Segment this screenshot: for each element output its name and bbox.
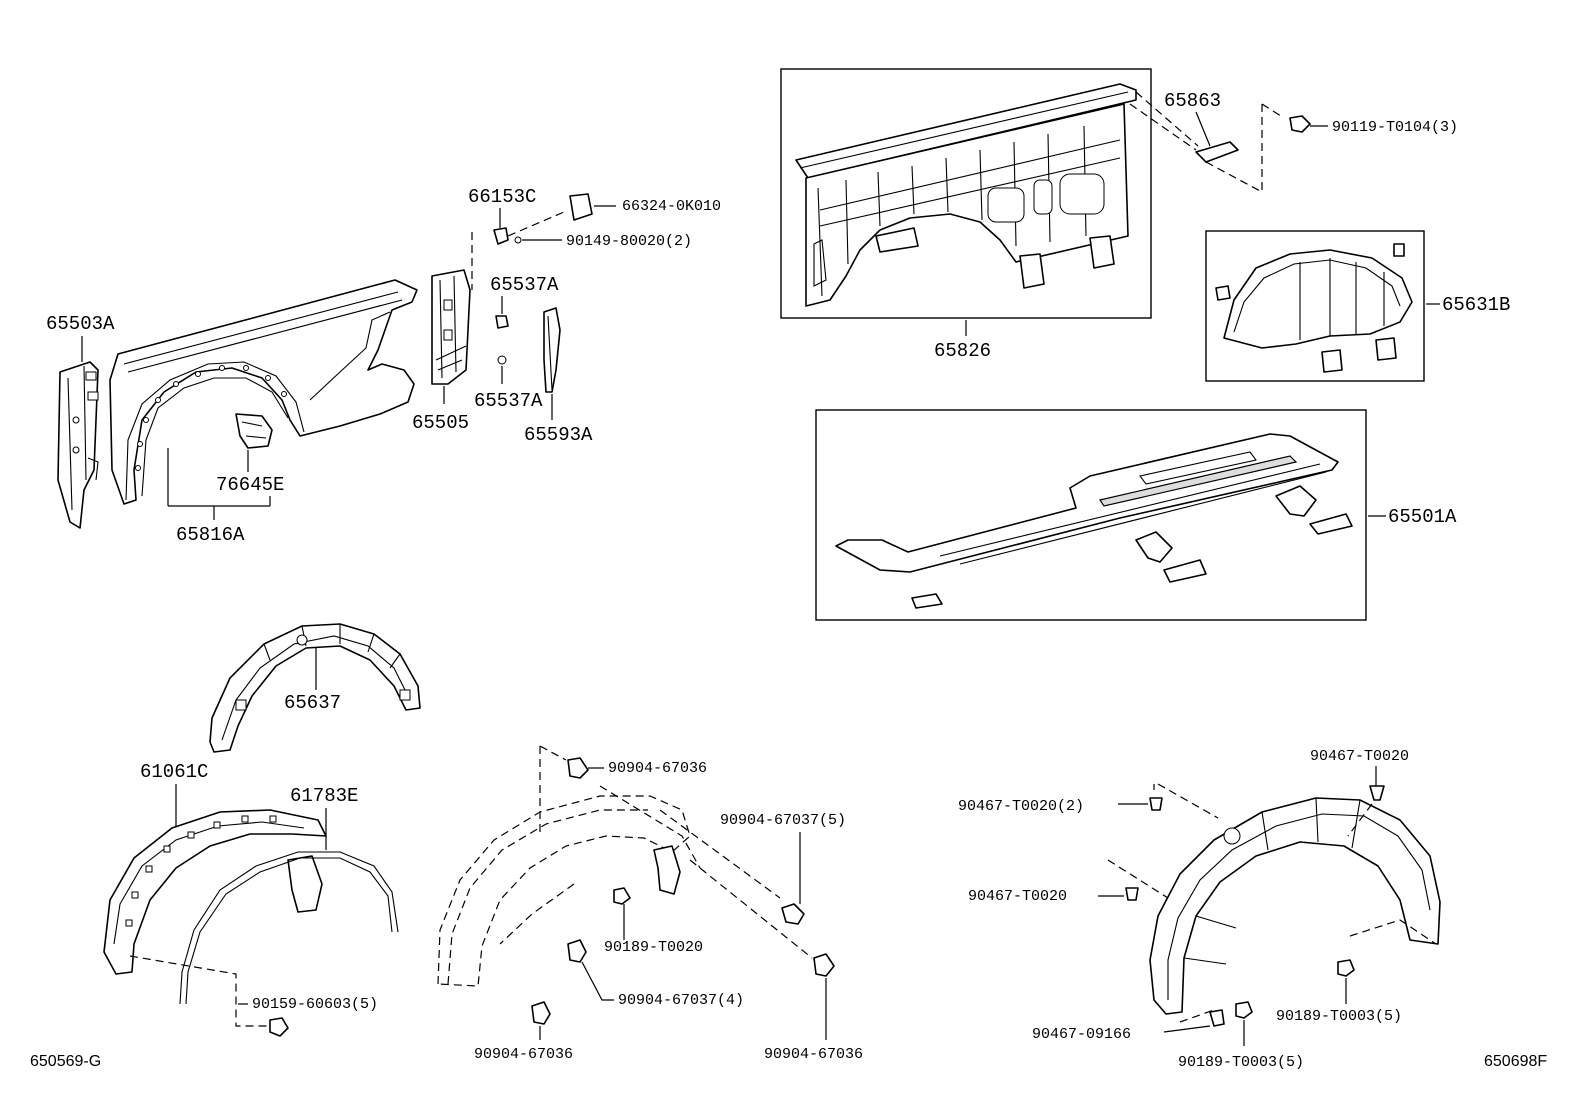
part-65863-drawing [1195,141,1239,163]
clip-90159 [269,1017,289,1037]
label-90119-T0104: 90119-T0104(3) [1332,119,1458,136]
label-65505: 65505 [412,412,469,434]
label-90904-67036-bl: 90904-67036 [474,1046,573,1063]
label-65826: 65826 [934,340,991,362]
label-90189-T0020: 90189-T0020 [604,939,703,956]
label-90904-67037-4: 90904-67037(4) [618,992,744,1009]
label-61783E: 61783E [290,785,358,807]
label-65501A: 65501A [1388,506,1457,528]
part-65503A-drawing [57,361,99,529]
label-65503A: 65503A [46,313,115,335]
clip-66324 [569,193,593,221]
clip-90189-T0003-r [1337,959,1355,977]
screw-90149 [514,236,522,244]
label-65631B: 65631B [1442,294,1510,316]
bolt-90119 [1289,115,1311,133]
clip-90467-T0020-mid [1125,887,1139,901]
part-right-liner-drawing [1107,783,1441,1023]
clip-90467-T0020-2 [1149,797,1163,811]
part-65826-drawing [795,83,1137,307]
label-76645E: 76645E [216,474,284,496]
clip-90467-T0020-tr [1369,785,1385,801]
label-90467-T0020-2: 90467-T0020(2) [958,798,1084,815]
box-65826 [780,68,1152,319]
part-65637-drawing [209,623,421,753]
label-65637: 65637 [284,692,341,714]
part-center-liner-drawing [437,745,813,987]
part-65631B-drawing [1215,243,1413,373]
label-65816A: 65816A [176,524,245,546]
part-65816A-drawing [109,279,418,505]
nut-65537A-top [495,315,509,329]
box-65631B [1205,230,1425,382]
part-65593A-drawing [543,307,561,393]
part-61061C-drawing [103,809,327,975]
label-65593A: 65593A [524,424,593,446]
label-90904-67036-br: 90904-67036 [764,1046,863,1063]
part-65501A-drawing [835,433,1353,609]
label-66324-0K010: 66324-0K010 [622,198,721,215]
label-65863: 65863 [1164,90,1221,112]
clip-66153C [493,227,509,245]
box-65501A [815,409,1367,621]
clip-90189-T0020 [613,887,631,905]
part-65505-drawing [431,269,471,385]
clip-90189-T0003-b [1235,1001,1253,1019]
label-90149-80020: 90149-80020(2) [566,233,692,250]
label-90904-67037-5: 90904-67037(5) [720,812,846,829]
label-90467-T0020-tr: 90467-T0020 [1310,748,1409,765]
label-65537A-bottom: 65537A [474,390,543,412]
footer-code-left: 650569-G [30,1053,101,1070]
label-61061C: 61061C [140,761,208,783]
label-90904-67036-top: 90904-67036 [608,760,707,777]
label-65537A-top: 65537A [490,274,559,296]
clip-90904-67037-5 [781,903,805,925]
label-90189-T0003-r: 90189-T0003(5) [1276,1008,1402,1025]
footer-code-right: 650698F [1484,1053,1547,1070]
label-66153C: 66153C [468,186,536,208]
clip-90904-67036-br [813,953,835,977]
part-76645E-drawing [235,413,273,449]
label-90467-09166: 90467-09166 [1032,1026,1131,1043]
part-61783E-drawing [179,851,399,1005]
clip-90904-67036-top [567,757,589,779]
clip-90904-67036-bl [531,1001,551,1025]
label-90189-T0003-b: 90189-T0003(5) [1178,1054,1304,1071]
clip-90904-67037-4 [567,939,587,963]
label-90159-60603: 90159-60603(5) [252,996,378,1013]
label-90467-T0020-mid: 90467-T0020 [968,888,1067,905]
clip-90467-09166 [1209,1009,1225,1027]
nut-65537A-bottom [497,355,507,365]
